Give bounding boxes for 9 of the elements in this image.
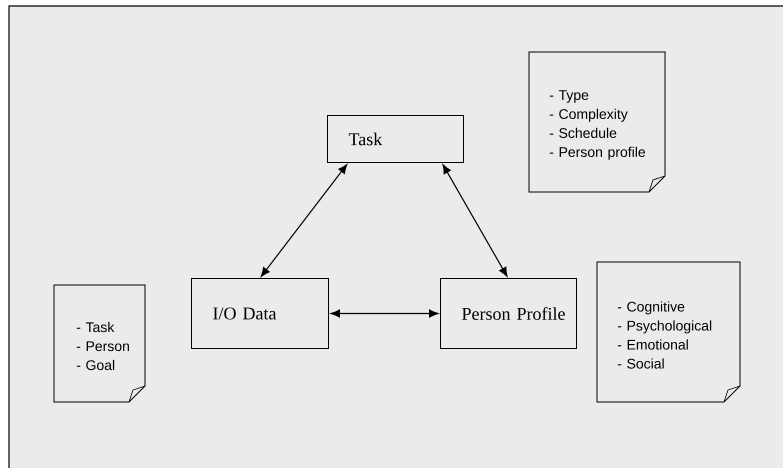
- process-box: I/O Data: [191, 278, 329, 349]
- process-box: Person Profile: [440, 278, 577, 349]
- arrow: [442, 164, 508, 277]
- note-document: - Type - Complexity - Schedule - Person profile: [528, 52, 666, 192]
- process-box: Task: [327, 115, 464, 163]
- note-document: - Cognitive - Psychological - Emotional - Social: [596, 262, 741, 402]
- arrow: [260, 164, 348, 277]
- arrow: [330, 310, 438, 318]
- note-document: - Task - Person - Goal: [54, 284, 146, 402]
